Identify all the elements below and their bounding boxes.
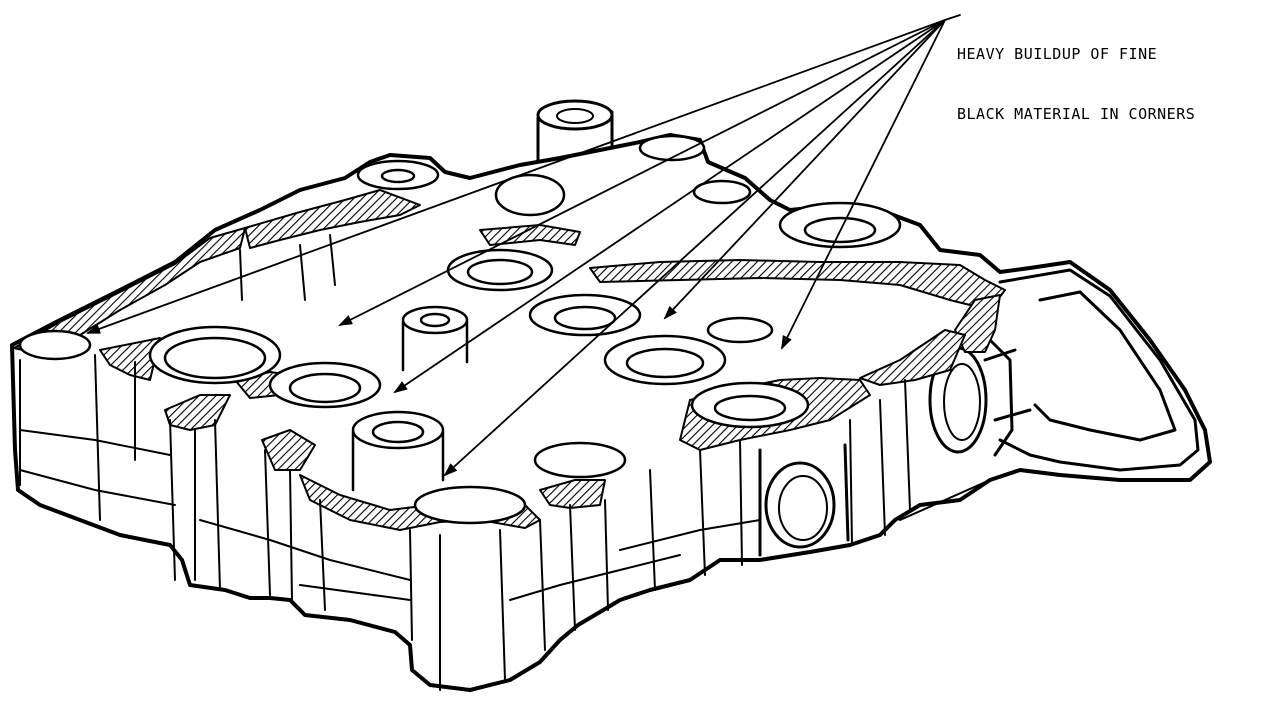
callout-line-2: BLACK MATERIAL IN CORNERS bbox=[957, 105, 1196, 123]
callout-label: HEAVY BUILDUP OF FINE BLACK MATERIAL IN … bbox=[957, 4, 1277, 144]
leader-lines bbox=[86, 14, 961, 477]
wall-edges bbox=[19, 234, 991, 691]
mounting-flange bbox=[983, 268, 1200, 472]
boss-8 bbox=[706, 316, 774, 344]
callout-line-1: HEAVY BUILDUP OF FINE bbox=[957, 45, 1158, 63]
boss-16 bbox=[692, 179, 752, 205]
boss-10 bbox=[18, 329, 92, 361]
boss-15 bbox=[533, 441, 627, 479]
boss-14 bbox=[413, 485, 527, 525]
interior-bosses bbox=[18, 134, 902, 525]
rear-boss bbox=[536, 99, 614, 162]
side-bore-front bbox=[758, 443, 850, 557]
boss-17 bbox=[494, 173, 566, 217]
boss-2 bbox=[638, 134, 706, 162]
